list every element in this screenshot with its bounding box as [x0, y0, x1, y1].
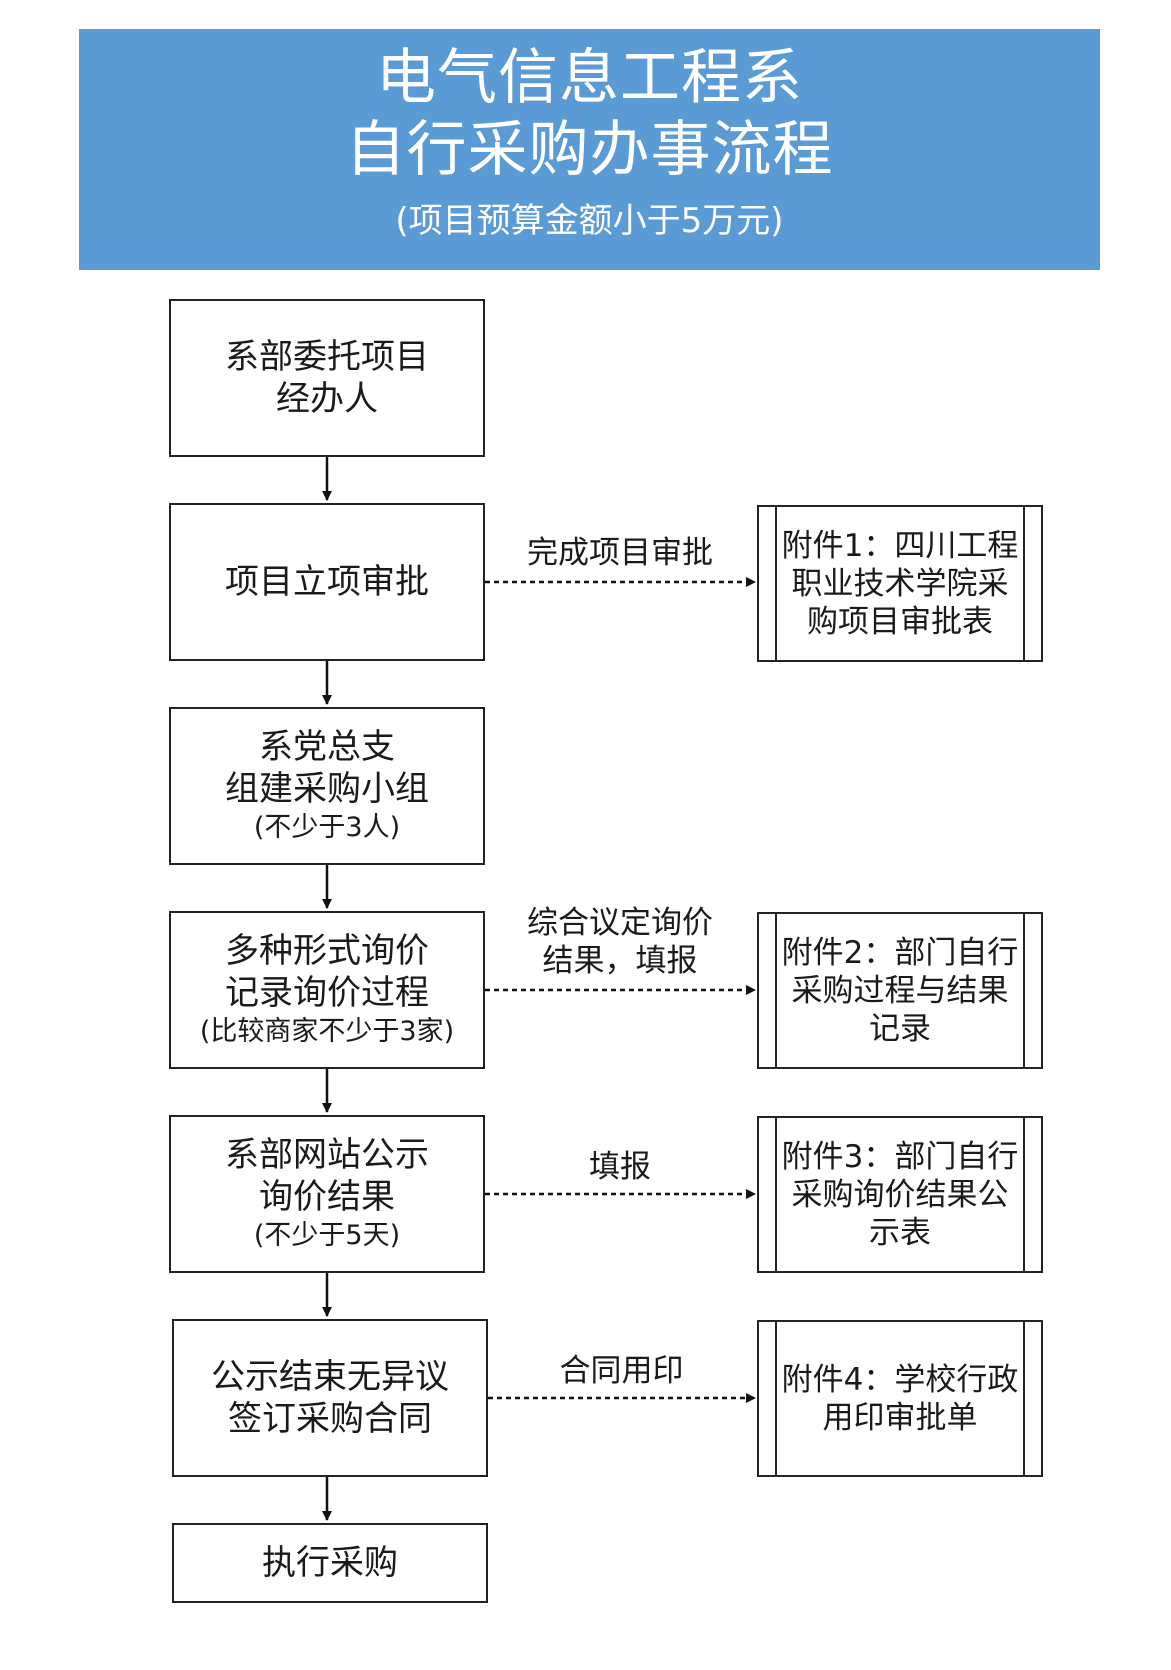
step-6-line-1: 公示结束无异议	[211, 1357, 449, 1397]
step-4-line-1: 多种形式询价	[225, 931, 429, 971]
attachment-3-box: 附件3：部门自行 采购询价结果公 示表	[757, 1116, 1043, 1273]
edge-label-2-line-2: 结果，填报	[542, 943, 698, 979]
step-3-box: 系党总支 组建采购小组 (不少于3人)	[169, 707, 485, 865]
attachment-4-line-1: 附件4：学校行政	[781, 1361, 1019, 1398]
attachment-2-line-2: 采购过程与结果	[791, 972, 1009, 1009]
edge-label-3-line-1: 填报	[589, 1149, 651, 1185]
attachment-3-inner: 附件3：部门自行 采购询价结果公 示表	[775, 1116, 1025, 1273]
edge-label-1-line-1: 完成项目审批	[527, 535, 713, 571]
step-4-note: (比较商家不少于3家)	[199, 1016, 455, 1047]
attachment-2-box: 附件2：部门自行 采购过程与结果 记录	[757, 912, 1043, 1069]
step-6-box: 公示结束无异议 签订采购合同	[172, 1319, 488, 1477]
step-3-line-2: 组建采购小组	[225, 769, 429, 809]
step-6-line-2: 签订采购合同	[228, 1399, 432, 1439]
step-5-box: 系部网站公示 询价结果 (不少于5天)	[169, 1115, 485, 1273]
step-1-box: 系部委托项目 经办人	[169, 299, 485, 457]
edge-label-4-line-1: 合同用印	[559, 1353, 684, 1389]
edge-label-2-line-1: 综合议定询价	[527, 905, 713, 941]
step-1-line-1: 系部委托项目	[225, 337, 429, 377]
step-4-line-2: 记录询价过程	[225, 973, 429, 1013]
header-banner: 电气信息工程系 自行采购办事流程 (项目预算金额小于5万元)	[79, 29, 1100, 270]
attachment-1-line-2: 职业技术学院采	[791, 565, 1009, 602]
attachment-2-line-1: 附件2：部门自行	[781, 934, 1019, 971]
step-7-line-1: 执行采购	[262, 1543, 398, 1583]
attachment-2-line-3: 记录	[869, 1010, 931, 1047]
attachment-2-inner: 附件2：部门自行 采购过程与结果 记录	[775, 912, 1025, 1069]
title-line-2: 自行采购办事流程	[345, 115, 834, 185]
step-2-box: 项目立项审批	[169, 503, 485, 661]
subtitle: (项目预算金额小于5万元)	[395, 201, 784, 241]
attachment-4-box: 附件4：学校行政 用印审批单	[757, 1320, 1043, 1477]
attachment-1-inner: 附件1：四川工程 职业技术学院采 购项目审批表	[775, 505, 1025, 662]
attachment-3-line-3: 示表	[869, 1214, 931, 1251]
step-1-line-2: 经办人	[276, 379, 378, 419]
attachment-3-line-2: 采购询价结果公	[791, 1176, 1009, 1213]
edge-label-3: 填报	[485, 1148, 755, 1186]
attachment-1-line-1: 附件1：四川工程	[781, 527, 1019, 564]
step-5-line-2: 询价结果	[259, 1177, 395, 1217]
attachment-1-line-3: 购项目审批表	[807, 603, 993, 640]
attachment-4-line-2: 用印审批单	[822, 1399, 978, 1436]
step-4-box: 多种形式询价 记录询价过程 (比较商家不少于3家)	[169, 911, 485, 1069]
attachment-4-inner: 附件4：学校行政 用印审批单	[775, 1320, 1025, 1477]
step-7-box: 执行采购	[172, 1523, 488, 1603]
attachment-3-line-1: 附件3：部门自行	[781, 1138, 1019, 1175]
title-line-1: 电气信息工程系	[376, 43, 803, 113]
step-5-note: (不少于5天)	[253, 1220, 401, 1251]
attachment-1-box: 附件1：四川工程 职业技术学院采 购项目审批表	[757, 505, 1043, 662]
edge-label-1: 完成项目审批	[485, 534, 755, 572]
step-5-line-1: 系部网站公示	[225, 1135, 429, 1175]
step-3-line-1: 系党总支	[259, 727, 395, 767]
edge-label-4: 合同用印	[488, 1352, 755, 1390]
edge-label-2: 综合议定询价 结果，填报	[485, 904, 755, 980]
step-3-note: (不少于3人)	[253, 812, 401, 843]
step-2-line-1: 项目立项审批	[225, 562, 429, 602]
